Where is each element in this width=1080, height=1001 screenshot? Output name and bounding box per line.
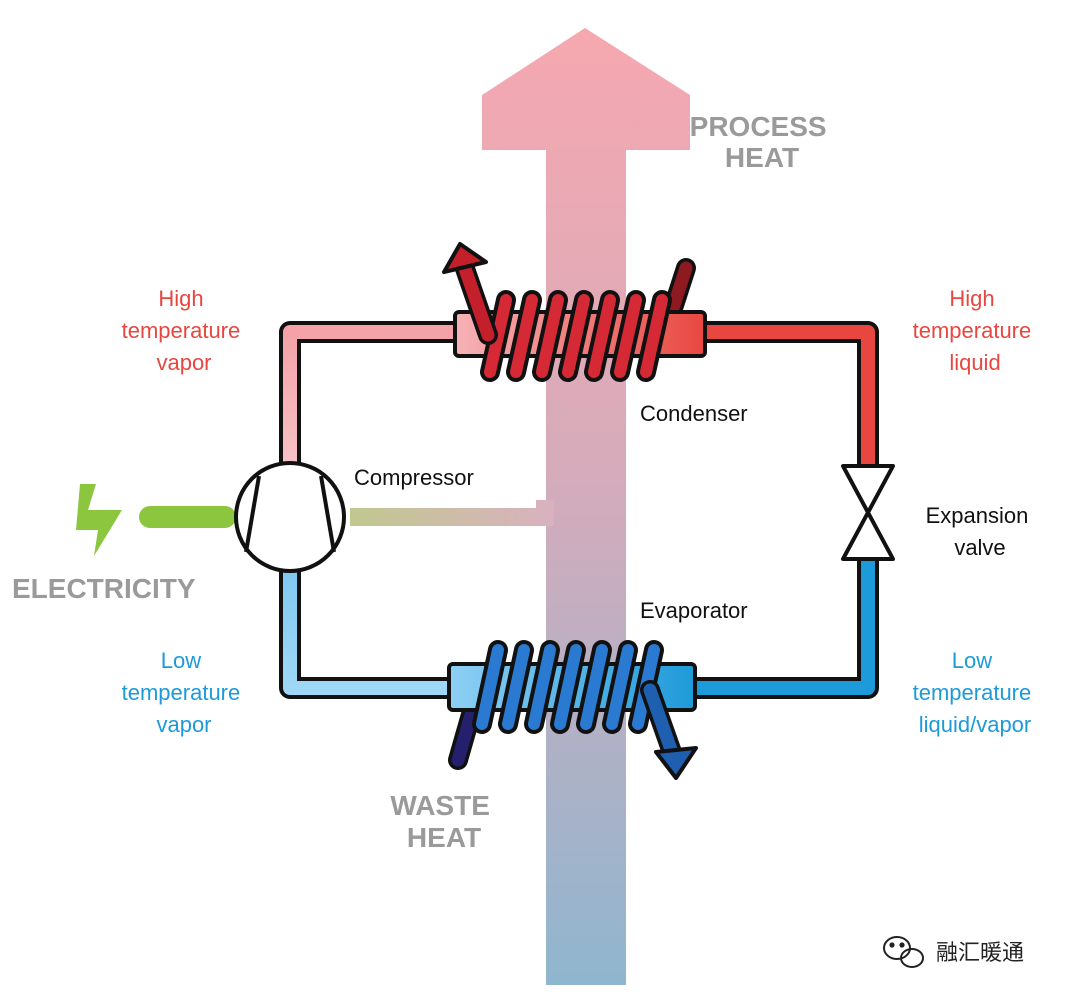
condenser-icon xyxy=(442,242,707,382)
svg-text:融汇暖通: 融汇暖通 xyxy=(936,941,1024,966)
compressor-heat-line xyxy=(350,500,554,526)
evaporator-coil xyxy=(502,644,530,730)
expansion-valve-label: Expansion valve xyxy=(926,503,1035,560)
refrigerant-loop xyxy=(279,321,879,699)
compressor-label: Compressor xyxy=(354,465,474,490)
electricity-label: ELECTRICITY xyxy=(12,573,196,604)
wechat-logo-icon xyxy=(883,936,924,968)
condenser-coil xyxy=(562,294,590,378)
low-temperature-liquid-vapor-label: Low temperature liquid/vapor xyxy=(913,648,1038,737)
compressor-icon xyxy=(234,461,346,573)
evaporator-coil xyxy=(528,644,556,730)
evaporator-coil xyxy=(580,644,608,730)
condenser-coil xyxy=(614,294,642,378)
condenser-coil xyxy=(640,294,668,378)
evaporator-coil xyxy=(606,644,634,730)
high-temperature-vapor-label: High temperature vapor xyxy=(122,286,247,375)
condenser-coil xyxy=(536,294,564,378)
evaporator-coil xyxy=(476,644,504,730)
evaporator-coil xyxy=(554,644,582,730)
condenser-coil xyxy=(484,294,512,378)
expansion-valve-icon xyxy=(841,464,895,561)
condenser-coil xyxy=(588,294,616,378)
waste-heat-label: WASTE HEAT xyxy=(390,790,497,853)
lightning-bolt-icon xyxy=(76,484,122,556)
condenser-label: Condenser xyxy=(640,401,748,426)
low-temperature-vapor-label: Low temperature vapor xyxy=(122,648,247,737)
evaporator-icon xyxy=(447,640,698,780)
evaporator-label: Evaporator xyxy=(640,598,748,623)
watermark: 融汇暖通 xyxy=(883,936,1024,968)
process-heat-label: PROCESS HEAT xyxy=(690,111,835,173)
heat-flow-arrow xyxy=(482,28,690,985)
condenser-coil xyxy=(510,294,538,378)
high-temperature-liquid-label: High temperature liquid xyxy=(913,286,1038,375)
